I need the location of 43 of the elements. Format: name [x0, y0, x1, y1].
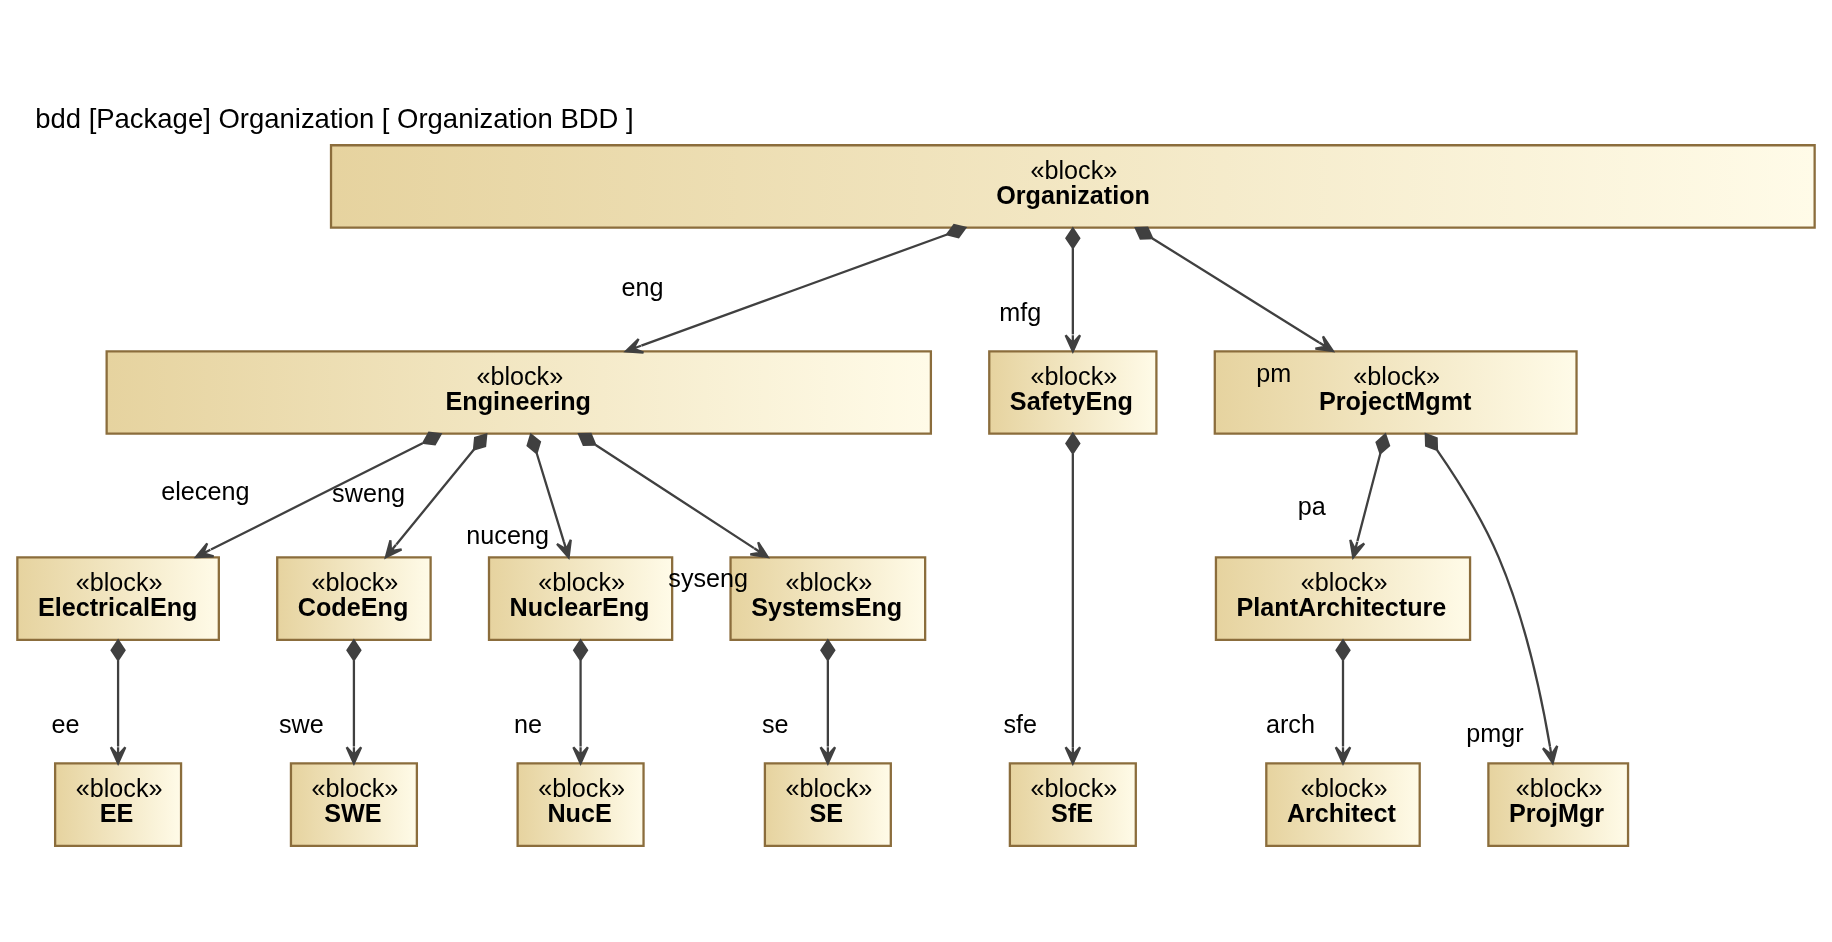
- arrow: [1064, 431, 1082, 764]
- edge-label: swe: [279, 709, 324, 738]
- node-box: «block» SafetyEng: [988, 349, 1158, 435]
- arrow: [384, 432, 488, 558]
- arrow: [572, 638, 589, 764]
- arrow: [194, 430, 443, 558]
- node-box: «block» SfE: [1008, 761, 1137, 847]
- edge-label: pmgr: [1466, 718, 1524, 747]
- arrow: [345, 638, 363, 764]
- node-box: «block» Organization: [329, 143, 1816, 229]
- node-box: «block» SE: [763, 761, 892, 847]
- edge-label: eleceng: [161, 476, 250, 505]
- diagram-title: bdd [Package] Organization [ Organization BDD ]: [35, 102, 634, 134]
- node-box: «block» ElectricalEng: [16, 555, 220, 641]
- node-box: «block» EE: [54, 761, 183, 847]
- arrow: [577, 432, 769, 558]
- edge-label: se: [762, 709, 789, 738]
- arrow: [819, 638, 837, 764]
- arrow: [1064, 226, 1082, 352]
- node-box: «block» Architect: [1265, 761, 1421, 847]
- arrow: [1424, 432, 1559, 764]
- node-box: «block» SWE: [289, 761, 419, 847]
- arrow: [624, 223, 968, 354]
- arrow: [1134, 226, 1334, 352]
- edge-label: ne: [514, 709, 543, 738]
- node-box: «block» NucE: [516, 761, 645, 847]
- edge-label: arch: [1265, 709, 1315, 738]
- arrow: [526, 432, 572, 558]
- arrow: [1334, 638, 1352, 764]
- arrow: [109, 638, 127, 764]
- edge-label: pa: [1297, 491, 1326, 520]
- edge-label: sweng: [332, 478, 405, 507]
- edge-label: sfe: [1003, 709, 1038, 738]
- edge-label: ee: [51, 709, 80, 738]
- node-box: «block» Engineering: [105, 349, 933, 435]
- node-box: «block» PlantArchitecture: [1214, 555, 1472, 641]
- edge-label: pm: [1256, 358, 1292, 387]
- node-box: «block» ProjMgr: [1487, 761, 1630, 847]
- node-box: «block» CodeEng: [276, 555, 432, 641]
- edge-label: nuceng: [466, 520, 549, 549]
- arrow: [1349, 432, 1391, 558]
- edge-label: eng: [621, 272, 664, 301]
- edge-label: mfg: [999, 297, 1042, 326]
